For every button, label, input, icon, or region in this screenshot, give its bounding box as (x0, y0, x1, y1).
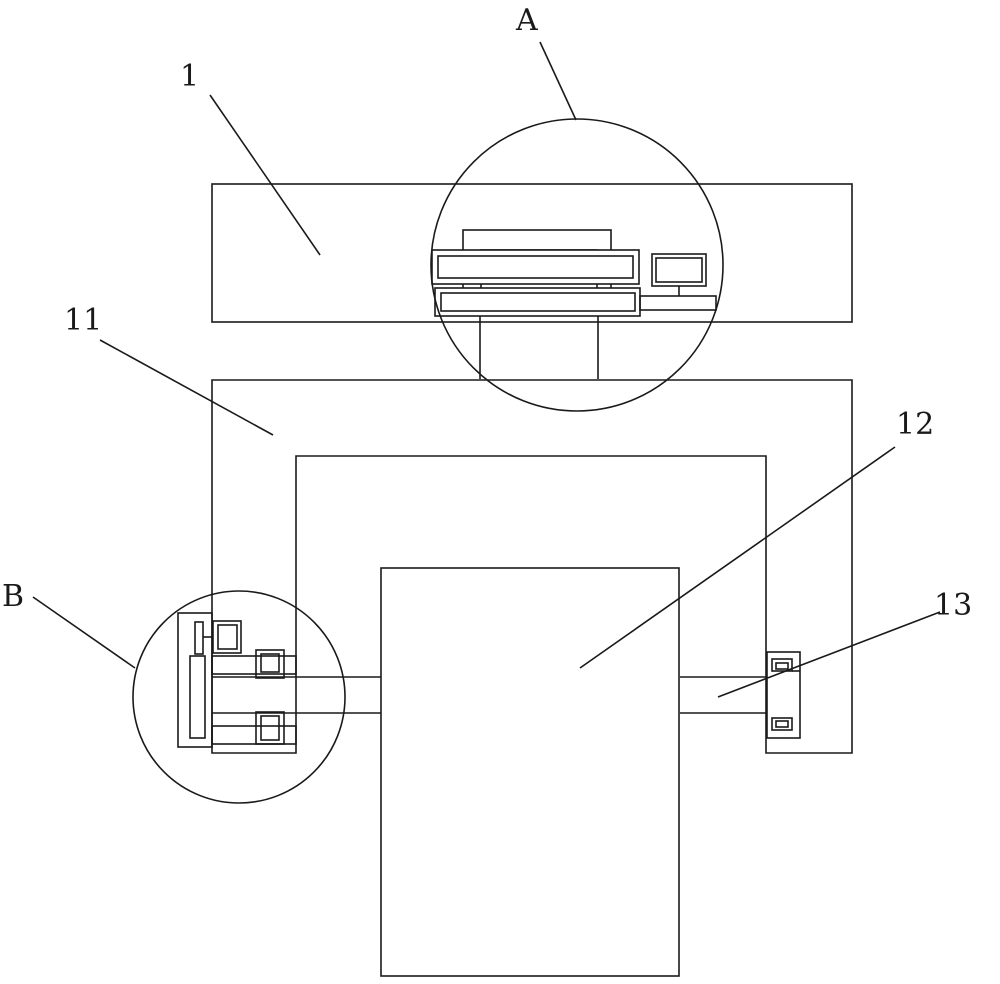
label-b: B (2, 579, 25, 614)
label-13: 13 (934, 588, 973, 623)
leader-13 (717, 611, 941, 698)
leader-b (32, 596, 136, 669)
detail-b-mechanism (177, 612, 297, 748)
label-1: 1 (180, 59, 200, 94)
label-12: 12 (896, 407, 935, 442)
label-a: A (516, 3, 538, 38)
label-11: 11 (64, 303, 103, 338)
top-plate (211, 183, 853, 323)
detail-b-circle (132, 590, 346, 804)
right-bearing (766, 651, 801, 739)
gantry-frame (211, 379, 853, 754)
leader-1 (209, 94, 321, 256)
leader-11 (99, 339, 274, 436)
leader-12 (579, 446, 896, 669)
roll-body (380, 567, 680, 977)
shaft (212, 676, 775, 714)
leader-a (539, 41, 577, 121)
detail-a-mechanism (431, 229, 717, 317)
detail-a-circle (430, 118, 724, 412)
